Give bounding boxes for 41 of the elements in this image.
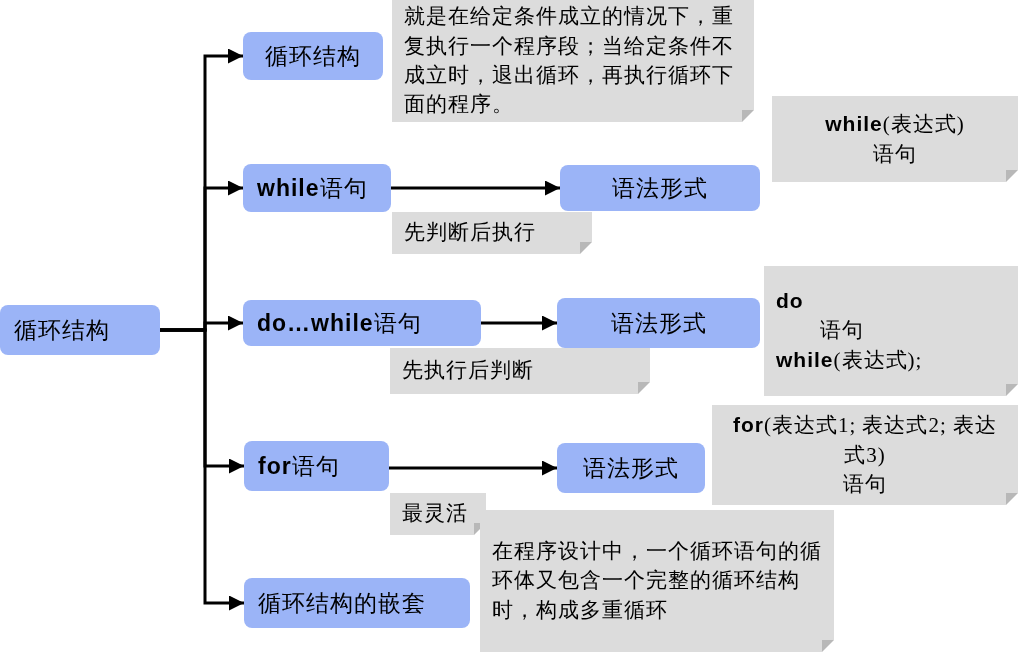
arrow — [389, 460, 557, 476]
note-box — [712, 405, 1018, 505]
arrow — [481, 315, 557, 331]
node-text: 语句 — [819, 316, 865, 344]
topic-box — [243, 300, 481, 346]
arrow — [391, 180, 560, 196]
node-text: for语句 — [258, 451, 341, 481]
node-text: 循环结构 — [14, 316, 111, 345]
node-text: 循环结构 — [264, 42, 362, 71]
node-text: 先判断后执行 — [404, 219, 537, 247]
note-box — [390, 493, 486, 535]
topic-box — [243, 164, 391, 212]
node-text: 循环结构的嵌套 — [258, 589, 427, 618]
node-text: 在程序设计中，一个循环语句的循环体又包含一个完整的循环结构时，构成多重循环 — [492, 537, 822, 624]
note-box — [390, 348, 650, 394]
note-box — [772, 96, 1018, 182]
note-box — [392, 212, 592, 254]
node-text: while语句 — [257, 173, 369, 203]
node-text: 语法形式 — [609, 309, 708, 338]
node-text: 就是在给定条件成立的情况下，重复执行一个程序段；当给定条件不成立时，退出循环，再执行循环下面的程序。 — [404, 3, 735, 119]
node-text: while(表达式); — [776, 347, 924, 375]
topic-box — [243, 32, 383, 80]
node-text: 语句 — [872, 140, 918, 168]
node-text: 最灵活 — [402, 500, 469, 528]
node-text: 先执行后判断 — [402, 357, 535, 385]
node-text: do…while语句 — [257, 308, 423, 338]
topic-box — [244, 441, 389, 491]
topic-box — [244, 578, 470, 628]
topic-box — [560, 165, 760, 211]
node-text: 语法形式 — [582, 454, 680, 483]
node-text: for(表达式1; 表达式2; 表达式3) — [731, 412, 999, 469]
arrow — [160, 328, 244, 611]
node-text: 语句 — [842, 471, 888, 499]
topic-box — [557, 298, 760, 348]
topic-box — [0, 305, 160, 355]
topic-box — [557, 443, 705, 493]
node-text: do — [776, 288, 805, 315]
note-box — [764, 266, 1018, 396]
node-text: 语法形式 — [611, 174, 709, 203]
node-text: while(表达式) — [824, 111, 966, 139]
note-box — [480, 510, 834, 652]
